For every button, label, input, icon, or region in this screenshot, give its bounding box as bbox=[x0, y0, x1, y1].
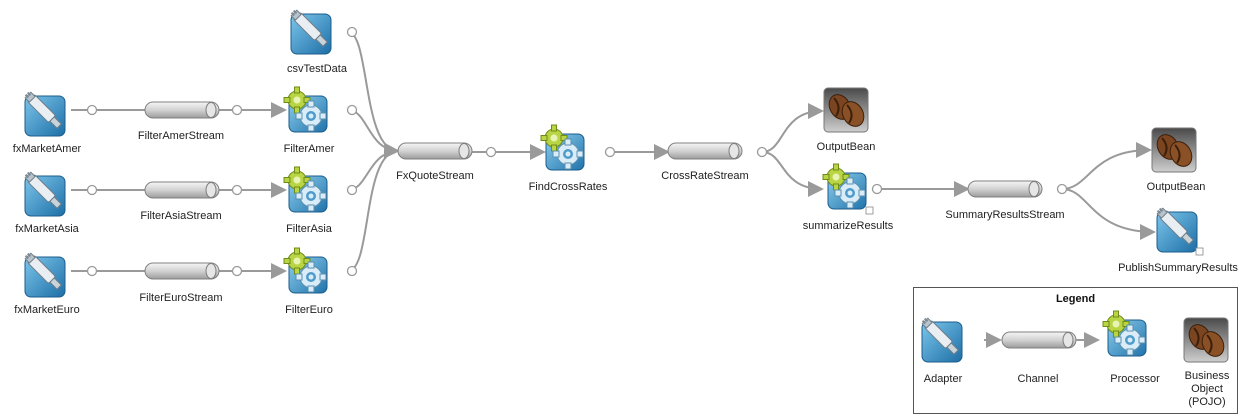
filterasia-processor-icon[interactable] bbox=[283, 166, 328, 213]
filteramerstream-channel-icon[interactable] bbox=[144, 101, 220, 119]
port-fxmarketamer bbox=[86, 104, 98, 116]
port-filterasiastream bbox=[231, 184, 243, 196]
publishsummaryresults-label: PublishSummaryResults bbox=[1118, 262, 1238, 274]
edge-summaryresultsstream-outputbean bbox=[1061, 142, 1152, 190]
csvtestdata-label: csvTestData bbox=[287, 63, 347, 75]
legend-adapter-label: Adapter bbox=[923, 373, 963, 385]
csvtestdata-adapter-icon[interactable] bbox=[288, 7, 332, 55]
crossratestream-label: CrossRateStream bbox=[661, 170, 749, 182]
legend-channel-icon bbox=[1001, 331, 1077, 349]
filtereuro-processor-icon[interactable] bbox=[283, 247, 328, 294]
filterasia-label: FilterAsia bbox=[286, 223, 332, 235]
summaryresultsstream-label: SummaryResultsStream bbox=[945, 209, 1065, 221]
port-fxmarketasia bbox=[86, 184, 98, 196]
edge-filterasia-fxquotestream bbox=[347, 150, 399, 191]
outputbean-2-label: OutputBean bbox=[1146, 181, 1206, 193]
port-fxquotestream bbox=[485, 146, 497, 158]
fxmarketasia-label: fxMarketAsia bbox=[15, 223, 79, 235]
outputbean-2-bean-icon[interactable] bbox=[1151, 127, 1198, 173]
port-csvtestdata bbox=[346, 26, 358, 38]
filtereurostream-label: FilterEuroStream bbox=[139, 292, 223, 304]
publishsummaryresults-badge-icon bbox=[1195, 247, 1204, 256]
port-filtereurostream bbox=[231, 265, 243, 277]
legend-icons bbox=[919, 310, 1230, 363]
port-filterasia bbox=[346, 184, 358, 196]
summaryresultsstream-channel-icon[interactable] bbox=[967, 180, 1043, 198]
edge-summaryresultsstream-publishsummaryresults bbox=[1061, 188, 1156, 240]
port-filtereuro bbox=[346, 265, 358, 277]
legend-business-line3: (POJO) bbox=[1188, 396, 1226, 408]
filtereurostream-channel-icon[interactable] bbox=[144, 262, 220, 280]
port-fxmarketeuro bbox=[86, 265, 98, 277]
summarizeresults-badge-icon bbox=[865, 206, 874, 215]
legend-title: Legend bbox=[1055, 293, 1096, 305]
publishsummaryresults-adapter-icon[interactable] bbox=[1154, 205, 1198, 253]
legend-business-line2: Object bbox=[1191, 383, 1223, 395]
port-filteramerstream bbox=[231, 104, 243, 116]
legend-panel: Legend Adapter Channel Processor Busines… bbox=[913, 287, 1238, 414]
fxmarketeuro-label: fxMarketEuro bbox=[14, 304, 80, 316]
legend-business-line1: Business bbox=[1184, 370, 1230, 382]
filteramerstream-label: FilterAmerStream bbox=[137, 130, 225, 142]
fxmarketamer-label: fxMarketAmer bbox=[12, 143, 82, 155]
port-crossratestream bbox=[756, 146, 768, 158]
filterasiastream-label: FilterAsiaStream bbox=[140, 210, 222, 222]
summarizeresults-label: summarizeResults bbox=[802, 220, 894, 232]
summarizeresults-processor-icon[interactable] bbox=[822, 163, 867, 210]
legend-adapter-icon bbox=[919, 315, 963, 363]
fxmarketeuro-adapter-icon[interactable] bbox=[22, 250, 66, 298]
findcrossrates-label: FindCrossRates bbox=[528, 181, 608, 193]
edge-csvtestdata-fxquotestream bbox=[347, 31, 400, 159]
filteramer-processor-icon[interactable] bbox=[283, 86, 328, 133]
port-summaryresultsstream bbox=[1056, 183, 1068, 195]
edge-crossratestream-summarizeresults bbox=[761, 151, 824, 197]
port-filteramer bbox=[346, 104, 358, 116]
fxquotestream-channel-icon[interactable] bbox=[397, 142, 473, 160]
filterasiastream-channel-icon[interactable] bbox=[144, 181, 220, 199]
fxmarketamer-adapter-icon[interactable] bbox=[22, 89, 66, 137]
legend-processor-icon bbox=[1102, 310, 1147, 357]
edge-crossratestream-outputbean bbox=[761, 103, 824, 153]
edges bbox=[71, 31, 1156, 279]
port-findcrossrates bbox=[604, 146, 616, 158]
crossratestream-channel-icon[interactable] bbox=[667, 142, 743, 160]
fxquotestream-label: FxQuoteStream bbox=[396, 170, 474, 182]
findcrossrates-processor-icon[interactable] bbox=[540, 124, 585, 171]
legend-business-object-label: Business Object (POJO) bbox=[1185, 370, 1230, 409]
filteramer-label: FilterAmer bbox=[283, 143, 335, 155]
legend-processor-label: Processor bbox=[1110, 373, 1160, 385]
edge-filtereuro-fxquotestream bbox=[347, 150, 399, 272]
filtereuro-label: FilterEuro bbox=[285, 304, 333, 316]
outputbean-1-label: OutputBean bbox=[816, 141, 876, 153]
port-summarizeresults bbox=[871, 183, 883, 195]
legend-bean-icon bbox=[1183, 317, 1230, 363]
connector-ports bbox=[86, 26, 1068, 277]
outputbean-1-bean-icon[interactable] bbox=[823, 87, 870, 133]
fxmarketasia-adapter-icon[interactable] bbox=[22, 169, 66, 217]
legend-channel-label: Channel bbox=[1017, 373, 1059, 385]
